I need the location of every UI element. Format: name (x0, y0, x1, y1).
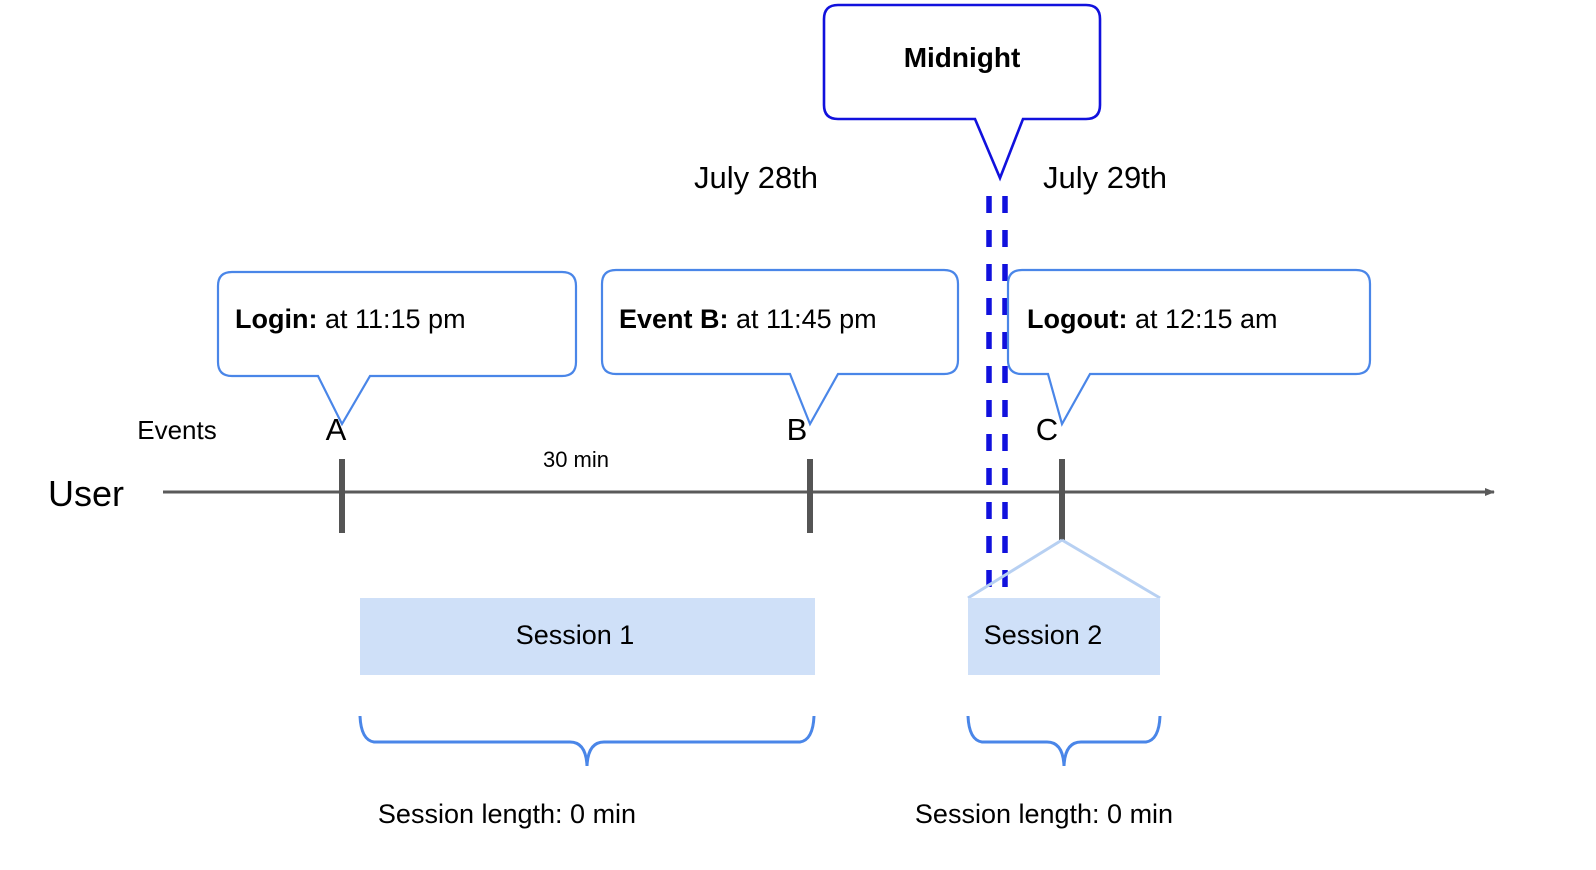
logout-callout-bold: Logout: (1027, 304, 1128, 334)
login-callout-shape (216, 270, 578, 427)
session2-connector (967, 538, 1161, 600)
user-row-label: User (48, 473, 125, 514)
logout-callout-rest: at 12:15 am (1127, 304, 1278, 334)
session-2-label: Session 2 (983, 620, 1103, 650)
gap-duration-label: 30 min (542, 447, 610, 472)
midnight-divider-lines (986, 196, 1008, 588)
session-1-label: Session 1 (515, 620, 635, 650)
timeline-axis (163, 459, 1495, 540)
session-2-brace (966, 715, 1162, 767)
eventb-callout-bold: Event B: (619, 304, 729, 334)
eventb-callout-rest: at 11:45 pm (728, 304, 877, 334)
session-1-brace (358, 715, 816, 767)
date-label-july-28: July 28th (693, 160, 819, 195)
session-1-length-label: Session length: 0 min (377, 799, 637, 829)
session-2-length-label: Session length: 0 min (914, 799, 1174, 829)
events-row-label: Events (137, 415, 217, 445)
logout-callout-shape (1006, 268, 1372, 427)
event-point-label-c: C (1035, 412, 1059, 447)
session-2-box (968, 598, 1160, 675)
midnight-callout-shape (822, 3, 1102, 182)
eventb-callout-text: Event B: at 11:45 pm (619, 304, 877, 335)
eventb-callout-shape (600, 268, 960, 427)
date-label-july-29: July 29th (1042, 160, 1168, 195)
logout-callout-text: Logout: at 12:15 am (1027, 304, 1278, 335)
login-callout-text: Login: at 11:15 pm (235, 304, 466, 335)
event-point-label-b: B (786, 412, 808, 447)
login-callout-bold: Login: (235, 304, 318, 334)
midnight-callout-label: Midnight (903, 42, 1021, 73)
session-1-box (360, 598, 815, 675)
login-callout-rest: at 11:15 pm (317, 304, 466, 334)
event-point-label-a: A (325, 412, 347, 447)
